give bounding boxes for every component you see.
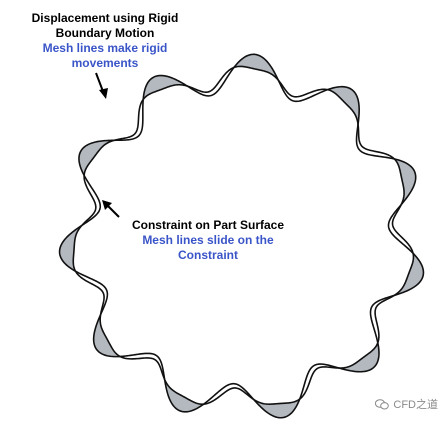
annotation-constraint-desc-line2: Constraint [178, 248, 238, 262]
gear-lobe [370, 155, 416, 214]
gear-lobe [59, 219, 98, 282]
gear-lobe [382, 237, 424, 299]
gear-lobe [245, 376, 307, 418]
annotation-rigid-desc-line1: Mesh lines make rigid [42, 41, 168, 55]
wechat-icon [375, 398, 390, 410]
pointer-arrows [95, 72, 120, 218]
annotation-rigid-title-line2: Boundary Motion [55, 26, 155, 40]
gear-lobe [162, 367, 222, 412]
gear-lobe [142, 75, 198, 124]
gear-lobe [305, 86, 360, 137]
gear-inner-outline [72, 65, 415, 406]
annotation-constraint-on-surface: Constraint on Part Surface Mesh lines sl… [108, 218, 308, 263]
arrowhead-constraint [102, 200, 112, 210]
gear-lobe [93, 303, 144, 357]
gear-lobe [327, 319, 379, 372]
annotation-rigid-title-line1: Displacement using Rigid [31, 11, 179, 25]
annotation-constraint-title: Constraint on Part Surface [131, 218, 285, 232]
annotation-constraint-desc-line1: Mesh lines slide on the [142, 233, 274, 247]
watermark-text: CFD之道 [393, 399, 438, 411]
watermark: CFD之道 [375, 396, 438, 412]
annotation-rigid-boundary-motion: Displacement using Rigid Boundary Motion… [6, 11, 204, 71]
gear-lobe [78, 140, 127, 196]
arrowhead-rigid-boundary [99, 88, 108, 99]
gear-lobe-fills [59, 54, 424, 418]
annotation-rigid-desc-line2: movements [71, 56, 139, 70]
